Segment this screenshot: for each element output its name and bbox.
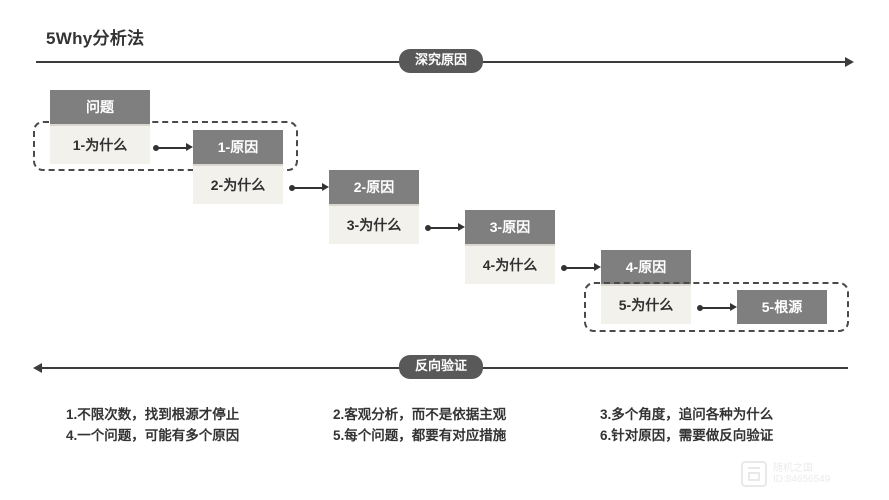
cause-box-2[interactable]: 2-原因 [329,170,419,204]
watermark-logo-icon [741,461,767,487]
connector-dot-5 [697,305,703,311]
connector-dot-4 [561,265,567,271]
why-box-4[interactable]: 4-为什么 [465,244,555,284]
principle-item: 1.不限次数，找到根源才停止 [66,407,240,422]
cause-box-3[interactable]: 3-原因 [465,210,555,244]
connector-line-4 [564,267,594,269]
principle-item: 5.每个问题，都要有对应措施 [333,428,507,443]
root-cause-box[interactable]: 5-根源 [737,290,827,324]
watermark: 随机之国 ID:84656549 [741,461,830,487]
bottom-axis-arrow-icon [33,363,42,373]
bottom-axis-label: 反向验证 [399,355,484,379]
connector-line-2 [292,187,322,189]
cause-box-3-label: 3-原因 [489,219,531,235]
why-box-1[interactable]: 1-为什么 [50,124,150,164]
principles-column-1: 1.不限次数，找到根源才停止 4.一个问题，可能有多个原因 [66,404,239,446]
why-box-2-label: 2-为什么 [210,177,266,193]
connector-dot-1 [153,145,159,151]
watermark-id: ID:84656549 [773,474,831,485]
principle-item: 6.针对原因，需要做反向验证 [600,428,774,443]
why-box-5-label: 5-为什么 [618,297,674,313]
connector-arrow-1-icon [186,143,193,151]
why-box-4-label: 4-为什么 [482,257,538,273]
connector-arrow-3-icon [458,223,465,231]
connector-arrow-2-icon [322,183,329,191]
principle-item: 3.多个角度，追问各种为什么 [600,407,774,422]
principle-item: 4.一个问题，可能有多个原因 [66,428,240,443]
root-cause-box-label: 5-根源 [761,299,803,315]
connector-arrow-4-icon [594,263,601,271]
top-axis-arrow-icon [845,57,854,67]
top-axis-label: 深究原因 [399,49,484,73]
why-box-5[interactable]: 5-为什么 [601,284,691,324]
cause-box-1-label: 1-原因 [217,139,259,155]
principles-column-3: 3.多个角度，追问各种为什么 6.针对原因，需要做反向验证 [600,404,773,446]
principle-item: 2.客观分析，而不是依据主观 [333,407,507,422]
problem-box[interactable]: 问题 [50,90,150,124]
cause-box-4-label: 4-原因 [625,259,667,275]
cause-box-2-label: 2-原因 [353,179,395,195]
watermark-name: 随机之国 [773,463,813,474]
page-title: 5Why分析法 [46,29,145,48]
principles-column-2: 2.客观分析，而不是依据主观 5.每个问题，都要有对应措施 [333,404,506,446]
connector-dot-3 [425,225,431,231]
cause-box-4[interactable]: 4-原因 [601,250,691,284]
why-box-3-label: 3-为什么 [346,217,402,233]
connector-arrow-5-icon [730,303,737,311]
problem-box-label: 问题 [86,99,114,115]
connector-line-3 [428,227,458,229]
why-box-1-label: 1-为什么 [72,137,128,153]
connector-line-5 [700,307,730,309]
watermark-text: 随机之国 ID:84656549 [773,463,830,485]
why-box-3[interactable]: 3-为什么 [329,204,419,244]
cause-box-1[interactable]: 1-原因 [193,130,283,164]
connector-dot-2 [289,185,295,191]
connector-line-1 [156,147,186,149]
why-box-2[interactable]: 2-为什么 [193,164,283,204]
